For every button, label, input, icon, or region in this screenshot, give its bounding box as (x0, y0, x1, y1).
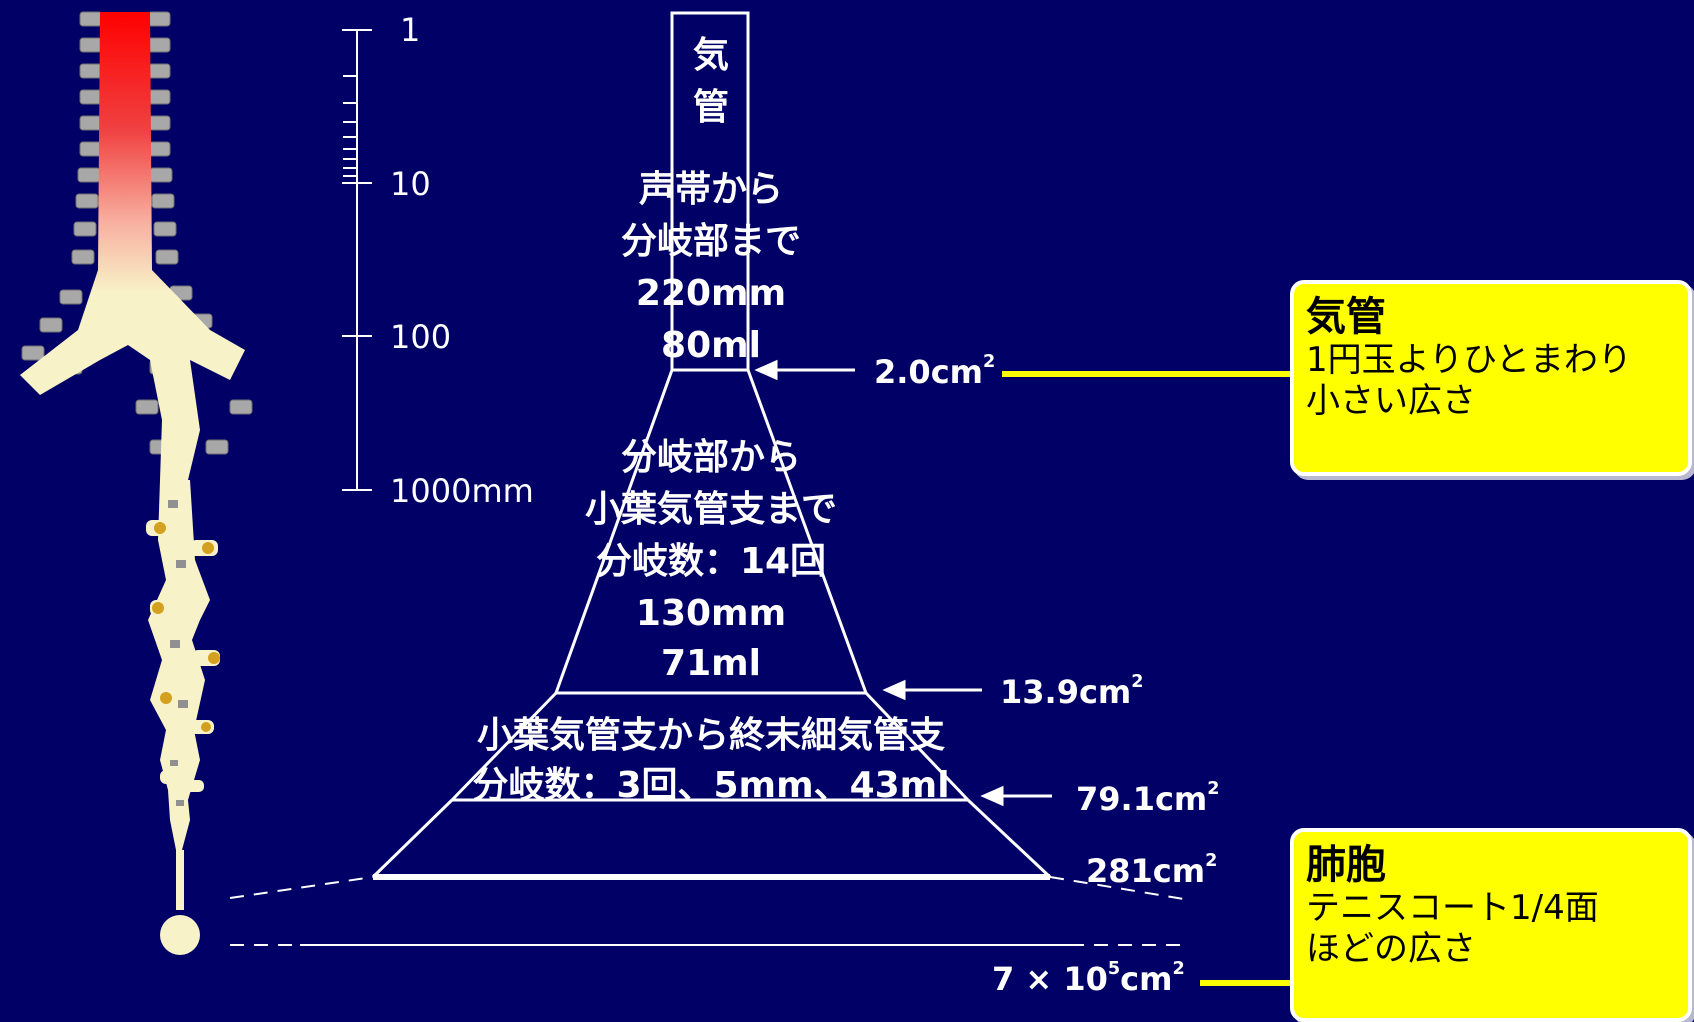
airway-funnel (371, 11, 1052, 880)
section2-line2: 小葉気管支まで (584, 489, 838, 530)
callout-alveoli-body-2: ほどの広さ (1306, 928, 1476, 969)
bronchial-tree (146, 480, 220, 955)
section1-line3: 220mm (635, 273, 787, 314)
trachea-label-1: 気 (692, 35, 730, 76)
area-arrows (754, 359, 1052, 807)
callout-trachea-body-2: 小さい広さ (1306, 380, 1476, 421)
callout-leaders (1002, 371, 1290, 986)
bronchiole-openings (152, 522, 220, 732)
area-trachea: 2.0cm2 (874, 352, 996, 391)
callout-trachea: 気管 1円玉よりひとまわり 小さい広さ (1290, 280, 1692, 476)
section3-line2: 分岐数：3回、5mm、43ml (472, 765, 950, 806)
callout-alveoli: 肺胞 テニスコート1/4面 ほどの広さ (1290, 828, 1692, 1022)
airway-illustration (20, 11, 253, 955)
section1-line4: 80ml (661, 325, 761, 366)
section2-line5: 71ml (661, 643, 761, 684)
section1-line1: 声帯から (638, 169, 784, 210)
log-scale (342, 29, 372, 491)
area-terminal-bronchiole: 79.1cm2 (1076, 779, 1220, 818)
area-alveoli: 7 × 105cm2 (992, 959, 1185, 998)
scale-label-1: 1 (400, 11, 421, 49)
section2-line4: 130mm (635, 593, 787, 634)
callout-trachea-title: 気管 (1306, 294, 1386, 340)
bronchiole-cartilage (168, 500, 188, 806)
callout-alveoli-body-1: テニスコート1/4面 (1306, 888, 1599, 928)
section2-line3: 分岐数：14回 (595, 541, 827, 582)
scale-label-1000mm: 1000mm (390, 472, 534, 510)
area-respiratory-bronchiole: 281cm2 (1086, 851, 1218, 890)
area-lobular-bronchus: 13.9cm2 (1000, 672, 1144, 711)
section3-line1: 小葉気管支から終末細気管支 (476, 715, 946, 756)
scale-label-10: 10 (390, 165, 431, 203)
callout-trachea-body-1: 1円玉よりひとまわり (1306, 340, 1632, 380)
section1-line2: 分岐部まで (620, 221, 802, 262)
callout-alveoli-title: 肺胞 (1306, 842, 1386, 888)
section2-line1: 分岐部から (620, 437, 802, 478)
trachea-shape (20, 12, 245, 480)
trachea-box (670, 11, 750, 372)
alveoli-extension-lines (229, 876, 1191, 946)
scale-label-100: 100 (390, 318, 452, 356)
trachea-label-2: 管 (692, 87, 730, 128)
